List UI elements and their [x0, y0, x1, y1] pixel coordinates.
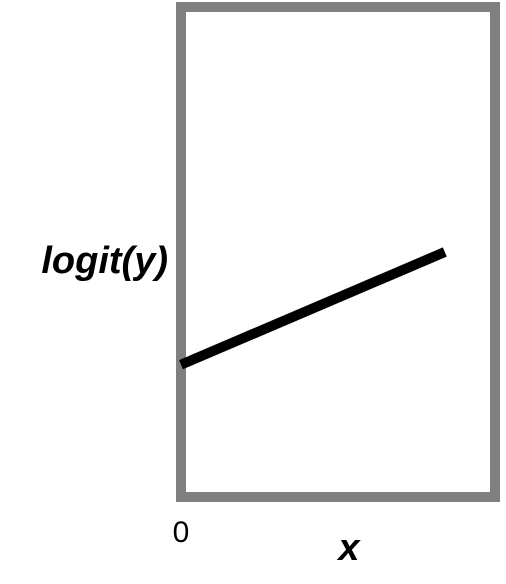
plot-frame	[176, 2, 500, 502]
series-line-0	[179, 247, 447, 370]
x-axis-label: x	[336, 527, 361, 569]
series-layer	[179, 247, 447, 370]
y-axis-label: logit(y)	[41, 240, 168, 282]
x-tick-label-0: 0	[173, 516, 190, 549]
